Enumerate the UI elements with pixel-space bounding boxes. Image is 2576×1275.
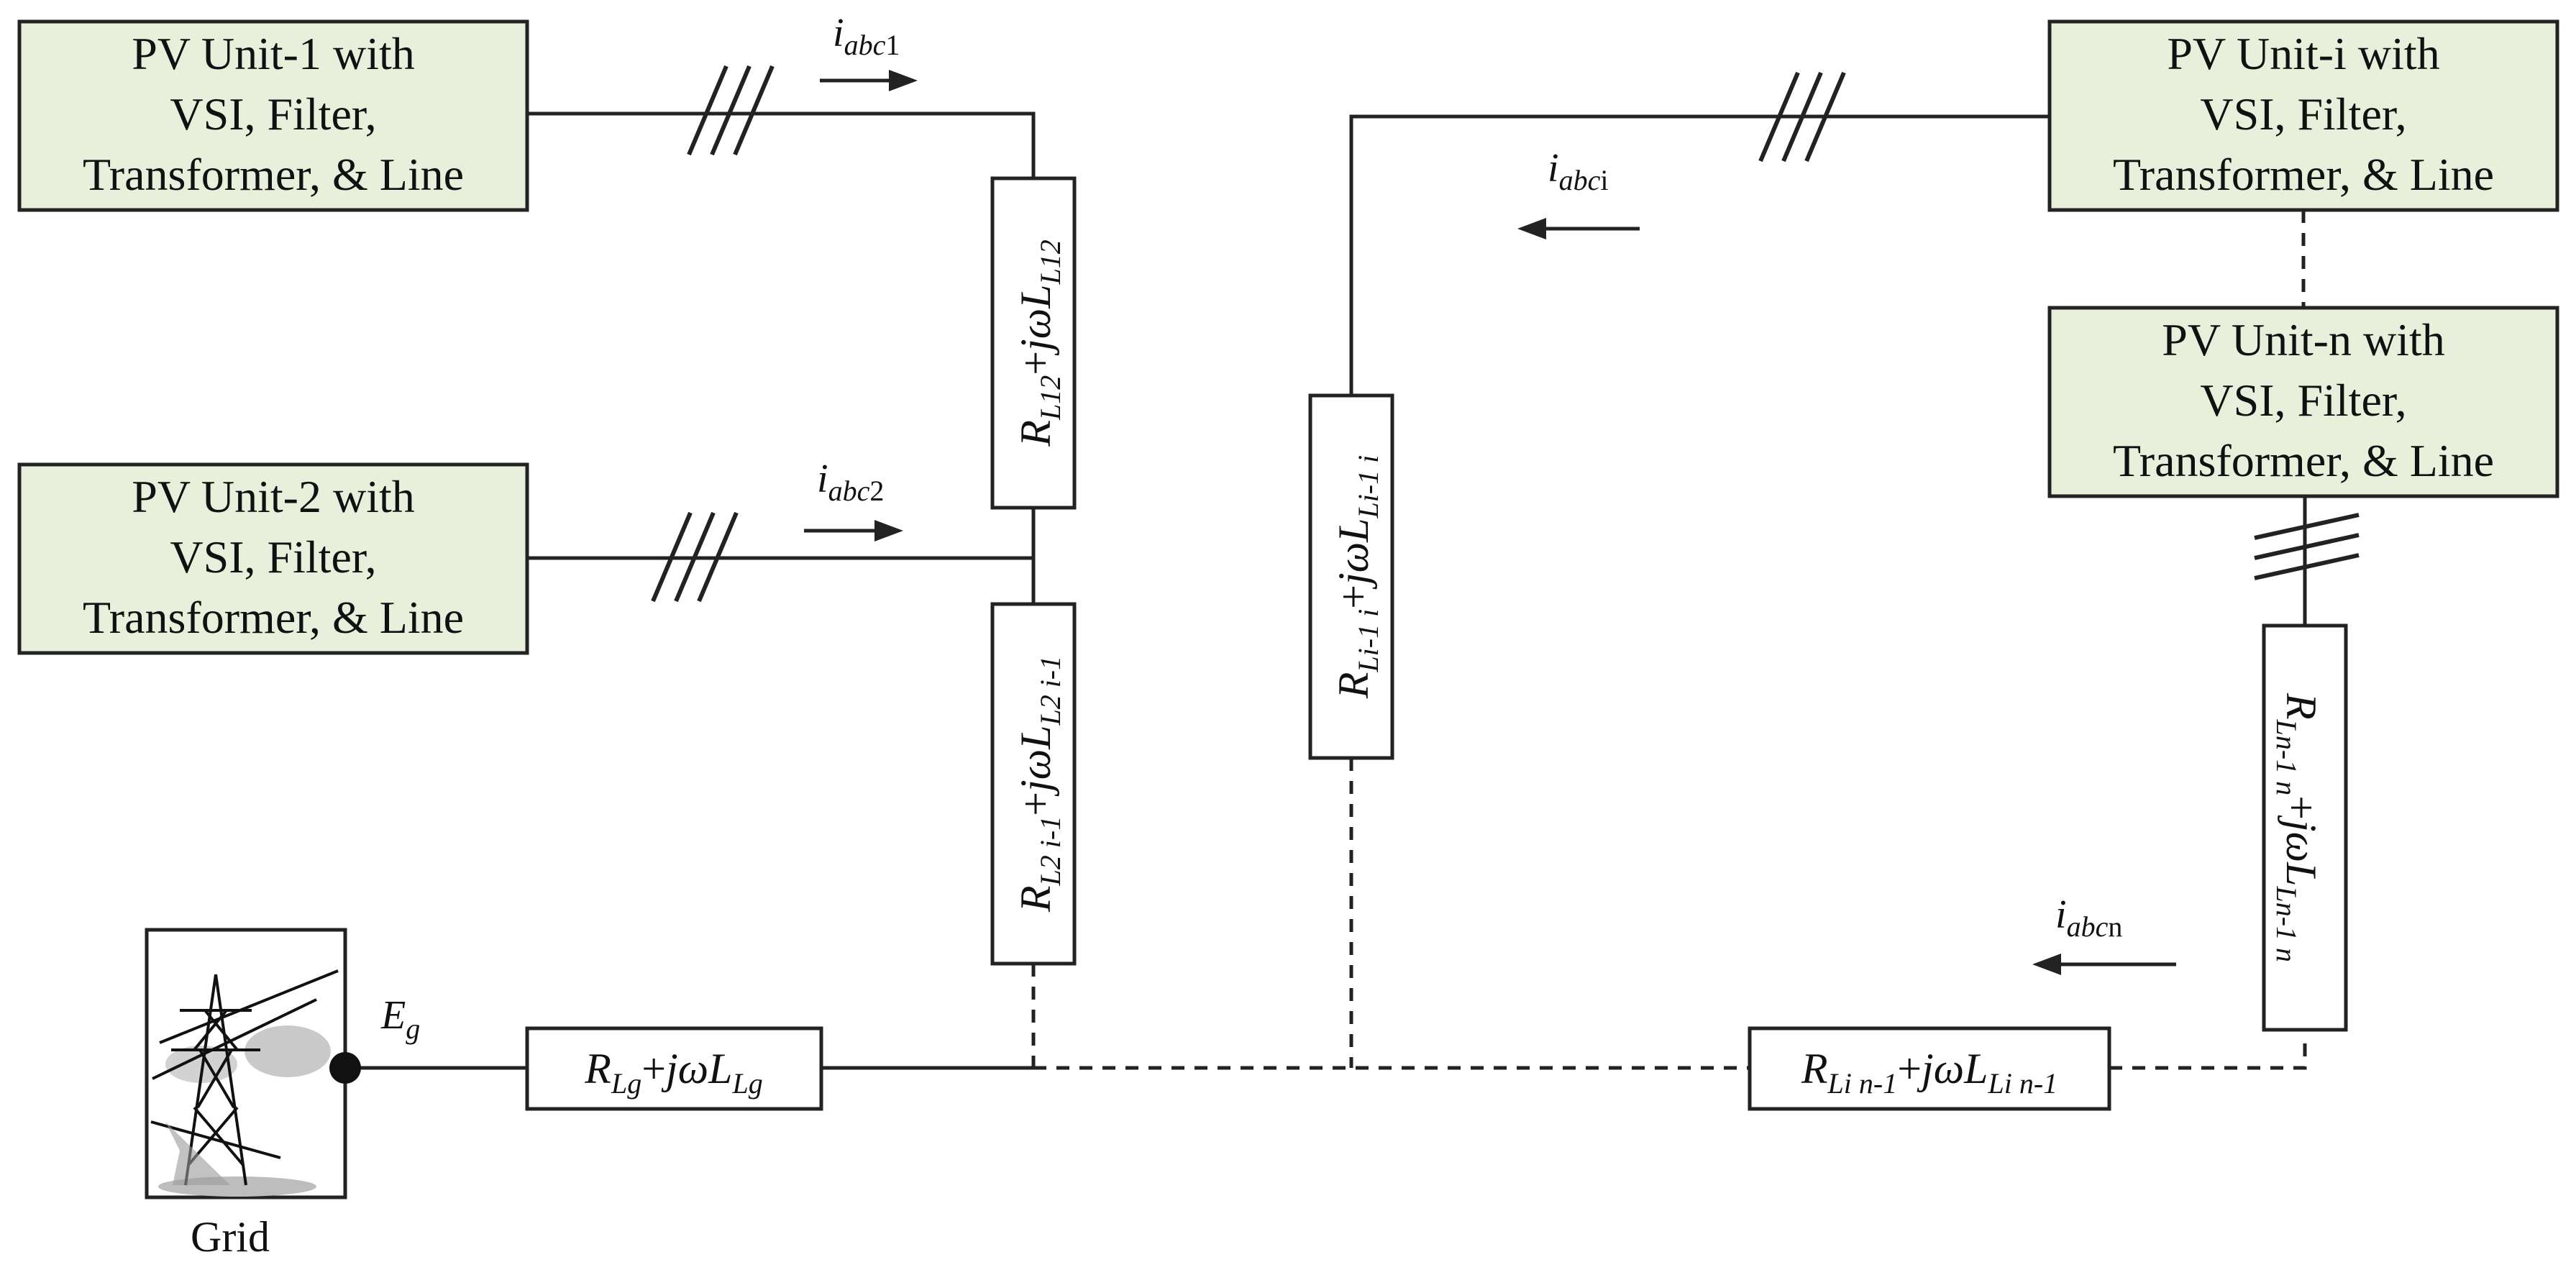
impedance-lg-r: R bbox=[584, 1045, 611, 1092]
current-in-base: i bbox=[2055, 892, 2067, 937]
impedance-lin1-l-sub: Li n-1 bbox=[1987, 1067, 2057, 1100]
grid-label: Grid bbox=[191, 1213, 270, 1261]
impedance-lin1-r-sub: Li n-1 bbox=[1827, 1067, 1898, 1100]
current-i2-base: i bbox=[817, 457, 828, 501]
pv-unit-n-line-3: Transformer, & Line bbox=[2113, 435, 2494, 486]
pv-unit-2-line-1: PV Unit-2 with bbox=[132, 471, 415, 522]
impedance-l2i-r-sub: L2 i-1 bbox=[1034, 816, 1067, 887]
impedance-l2i-plus: + bbox=[1012, 792, 1059, 816]
impedance-lg-plus: + bbox=[641, 1045, 666, 1092]
current-ii: iabci bbox=[1517, 146, 1640, 239]
svg-text:RL12+jωLL12: RL12+jωLL12 bbox=[1012, 239, 1067, 447]
pv-unit-1-box: PV Unit-1 with VSI, Filter, Transformer,… bbox=[17, 19, 529, 212]
impedance-lin1: RLi n-1+jωLLi n-1 bbox=[1748, 1026, 2111, 1111]
impedance-li1i-r-sub: Li-1 i bbox=[1352, 609, 1384, 673]
impedance-l12-r-sub: L12 bbox=[1034, 375, 1067, 421]
wire-unit-1 bbox=[527, 111, 1036, 178]
impedance-lg-jw: jωL bbox=[661, 1045, 732, 1092]
impedance-lin1-r: R bbox=[1801, 1045, 1828, 1092]
grid-cloud-1 bbox=[245, 1025, 331, 1077]
svg-text:iabc2: iabc2 bbox=[817, 457, 884, 507]
impedance-lin1-jw: jωL bbox=[1917, 1045, 1988, 1092]
pv-unit-1-line-1: PV Unit-1 with bbox=[132, 28, 415, 79]
three-phase-mark-i bbox=[1758, 71, 1846, 163]
pv-unit-2-box: PV Unit-2 with VSI, Filter, Transformer,… bbox=[17, 462, 529, 655]
impedance-lin1-plus: + bbox=[1897, 1045, 1922, 1092]
impedance-lg-l-sub: Lg bbox=[731, 1067, 762, 1100]
impedance-l12-jw: jωL bbox=[1012, 285, 1059, 356]
impedance-l12-r: R bbox=[1012, 420, 1059, 447]
pv-unit-2-line-3: Transformer, & Line bbox=[83, 592, 464, 643]
pv-unit-i-line-3: Transformer, & Line bbox=[2113, 149, 2494, 200]
current-i2-sub: abc bbox=[828, 475, 870, 507]
impedance-ln1n-r: R bbox=[2278, 693, 2325, 720]
impedance-ln1n-l-sub: Ln-1 n bbox=[2270, 885, 2303, 962]
grid-node bbox=[329, 1052, 361, 1084]
impedance-l2i: RL2 i-1+jωLL2 i-1 bbox=[990, 602, 1077, 966]
impedance-l12: RL12+jωLL12 bbox=[990, 176, 1077, 510]
svg-text:iabci: iabci bbox=[1548, 146, 1608, 196]
current-i1-sub: abc bbox=[844, 29, 886, 61]
impedance-ln1n-jw: jωL bbox=[2278, 815, 2325, 886]
grid-cloud-2 bbox=[165, 1046, 237, 1083]
pv-unit-i-line-1: PV Unit-i with bbox=[2167, 28, 2439, 79]
current-ii-base: i bbox=[1548, 146, 1559, 191]
current-ii-index: i bbox=[1600, 164, 1608, 196]
pv-unit-1-line-2: VSI, Filter, bbox=[170, 88, 376, 140]
grid-voltage: E bbox=[380, 993, 406, 1038]
three-phase-mark-n bbox=[2254, 513, 2360, 580]
current-in-sub: abc bbox=[2067, 910, 2109, 943]
impedance-l2i-l-sub: L2 i-1 bbox=[1034, 656, 1067, 726]
current-i2: iabc2 bbox=[804, 457, 903, 541]
grid-voltage-sub: g bbox=[406, 1013, 420, 1045]
svg-text:iabc1: iabc1 bbox=[833, 11, 900, 61]
pv-unit-i-line-2: VSI, Filter, bbox=[2200, 88, 2406, 140]
svg-text:RLg+jωLLg: RLg+jωLLg bbox=[584, 1045, 762, 1100]
pv-unit-n-box: PV Unit-n with VSI, Filter, Transformer,… bbox=[2047, 306, 2559, 498]
current-i1-index: 1 bbox=[885, 29, 900, 61]
impedance-ln1n-r-sub: Ln-1 n bbox=[2270, 719, 2303, 796]
impedance-li1i-r: R bbox=[1330, 672, 1377, 700]
impedance-l2i-jw: jωL bbox=[1012, 726, 1059, 797]
current-in: iabcn bbox=[2032, 892, 2176, 975]
pv-unit-i-box: PV Unit-i with VSI, Filter, Transformer,… bbox=[2047, 19, 2559, 212]
impedance-li1i-l-sub: Li-1 i bbox=[1352, 455, 1384, 519]
wire-unit-i bbox=[1349, 114, 2050, 396]
svg-text:iabcn: iabcn bbox=[2055, 892, 2122, 943]
pv-unit-2-line-2: VSI, Filter, bbox=[170, 531, 376, 582]
three-phase-mark-2 bbox=[651, 511, 739, 603]
impedance-lg: RLg+jωLLg bbox=[525, 1026, 823, 1111]
current-i2-index: 2 bbox=[869, 475, 884, 507]
pv-unit-n-line-1: PV Unit-n with bbox=[2162, 314, 2445, 365]
current-i1-base: i bbox=[833, 11, 844, 55]
impedance-li1i: RLi-1 i+jωLLi-1 i bbox=[1308, 393, 1394, 760]
pv-unit-n-line-2: VSI, Filter, bbox=[2200, 375, 2406, 426]
current-i1: iabc1 bbox=[820, 11, 918, 91]
impedance-ln1n-plus: + bbox=[2278, 795, 2325, 820]
impedance-lg-r-sub: Lg bbox=[611, 1067, 641, 1100]
impedance-l12-plus: + bbox=[1012, 351, 1059, 375]
three-phase-mark-1 bbox=[687, 65, 775, 156]
wire-bus-dashed-right bbox=[2109, 1037, 2307, 1070]
svg-text:RLi-1 i+jωLLi-1 i: RLi-1 i+jωLLi-1 i bbox=[1330, 455, 1384, 700]
pv-unit-1-line-3: Transformer, & Line bbox=[83, 149, 464, 200]
impedance-ln1n: RLn-1 n+jωLLn-1 n bbox=[2262, 623, 2348, 1032]
current-in-index: n bbox=[2108, 910, 2122, 943]
impedance-li1i-jw: jωL bbox=[1330, 518, 1377, 590]
current-ii-sub: abc bbox=[1559, 164, 1601, 196]
svg-text:RL2 i-1+jωLL2 i-1: RL2 i-1+jωLL2 i-1 bbox=[1012, 656, 1067, 913]
impedance-li1i-plus: + bbox=[1330, 585, 1377, 609]
svg-text:RLi n-1+jωLLi n-1: RLi n-1+jωLLi n-1 bbox=[1801, 1045, 2057, 1100]
grid-source: Grid bbox=[145, 928, 347, 1261]
svg-text:RLn-1 n+jωLLn-1 n: RLn-1 n+jωLLn-1 n bbox=[2270, 693, 2325, 962]
grid-voltage-label: Eg bbox=[380, 993, 420, 1045]
impedance-l2i-r: R bbox=[1012, 885, 1059, 913]
impedance-l12-l-sub: L12 bbox=[1034, 239, 1067, 285]
